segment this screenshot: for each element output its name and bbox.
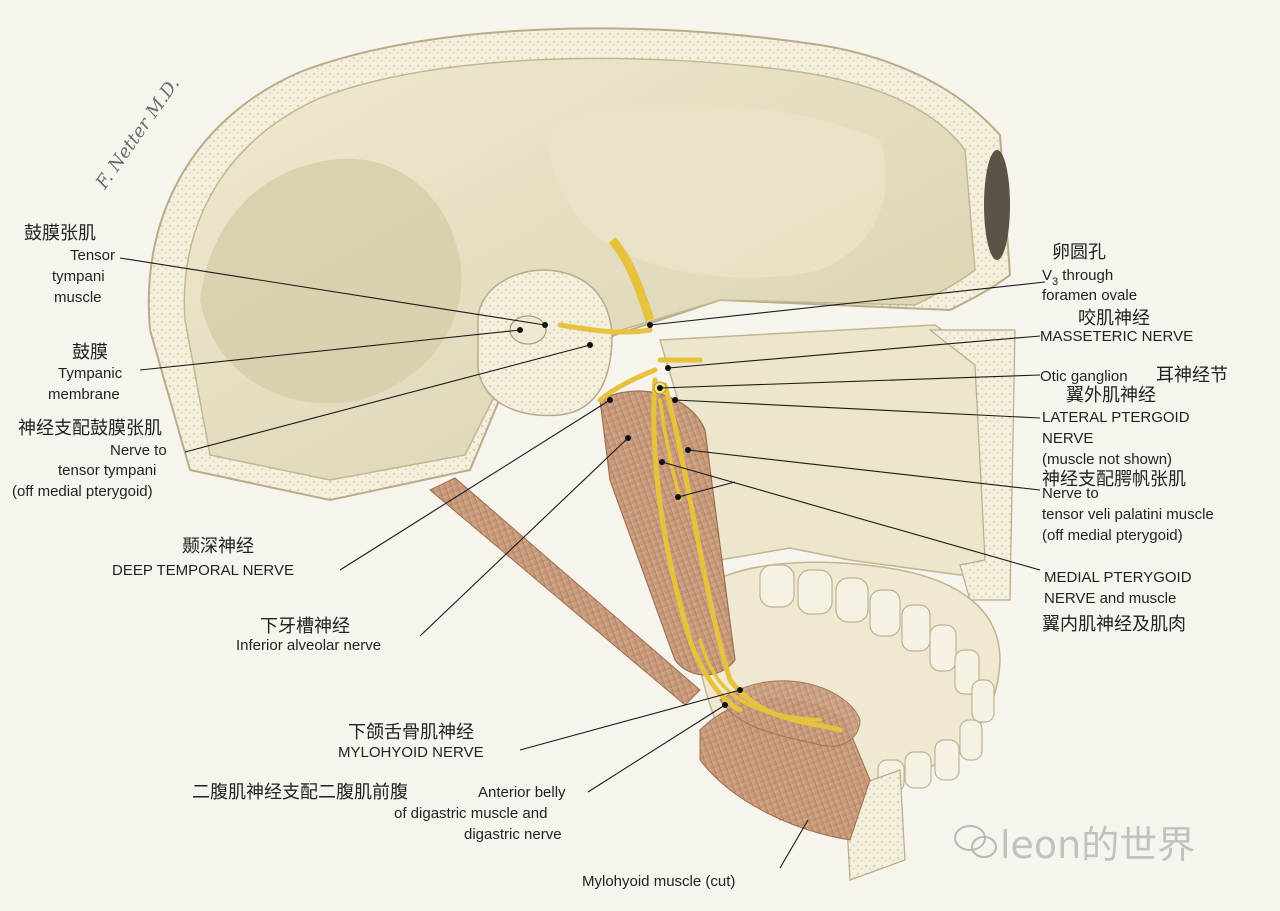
leader-deep-temporal [339, 399, 611, 571]
label-anterior-belly: 二腹肌神经支配二腹肌前腹 Anterior belly of digastric… [192, 782, 566, 843]
svg-text:of digastric muscle and: of digastric muscle and [394, 805, 547, 822]
svg-text:NERVE and muscle: NERVE and muscle [1044, 590, 1176, 607]
label-tensor-tympani: 鼓膜张肌 Tensor tympani muscle [24, 223, 115, 306]
svg-text:下颌舌骨肌神经: 下颌舌骨肌神经 [348, 722, 474, 743]
leader-anterior-belly [587, 704, 726, 793]
watermark: leon的世界 [954, 823, 1195, 867]
digastric-anterior-belly [719, 680, 861, 747]
svg-text:membrane: membrane [48, 386, 120, 403]
svg-text:鼓膜张肌: 鼓膜张肌 [24, 223, 96, 244]
svg-text:神经支配腭帆张肌: 神经支配腭帆张肌 [1042, 469, 1186, 490]
muscles [429, 390, 871, 841]
inferior-alveolar-path [651, 377, 743, 713]
label-otic: Otic ganglion 耳神经节 [1040, 365, 1228, 386]
svg-text:(off medial pterygoid): (off medial pterygoid) [12, 483, 153, 500]
svg-text:二腹肌神经支配二腹肌前腹: 二腹肌神经支配二腹肌前腹 [192, 782, 408, 803]
tympanic-cavity [509, 315, 547, 345]
svg-text:(off medial pterygoid): (off medial pterygoid) [1042, 527, 1183, 544]
leader-lateral-pterygoid [674, 399, 1041, 419]
optic-canal-opening [984, 150, 1010, 260]
leader-inferior-alveolar [419, 437, 629, 637]
label-deep-temporal: 颞深神经 DEEP TEMPORAL NERVE [112, 536, 294, 579]
label-tympanic-membrane: 鼓膜 Tympanic membrane [48, 342, 123, 403]
mandibular-nerve-branches [557, 236, 843, 733]
svg-text:foramen ovale: foramen ovale [1042, 287, 1137, 304]
label-mylohyoid-nerve: 下颌舌骨肌神经 MYLOHYOID NERVE [338, 722, 484, 761]
svg-text:下牙槽神经: 下牙槽神经 [260, 616, 350, 637]
svg-text:Mylohyoid muscle (cut): Mylohyoid muscle (cut) [582, 873, 735, 890]
label-tensor-veli: 神经支配腭帆张肌 Nerve to tensor veli palatini m… [1042, 469, 1214, 544]
svg-text:Tympanic: Tympanic [58, 365, 123, 382]
label-medial-pterygoid: MEDIAL PTERYGOID NERVE and muscle 翼内肌神经及… [1042, 569, 1192, 635]
leader-otic [659, 374, 1041, 389]
skull-section [147, 27, 1016, 881]
svg-text:DEEP TEMPORAL NERVE: DEEP TEMPORAL NERVE [112, 562, 294, 579]
svg-text:muscle: muscle [54, 289, 102, 306]
svg-text:翼外肌神经: 翼外肌神经 [1066, 385, 1156, 406]
leader-tensor-veli [687, 449, 1041, 491]
label-masseteric: 咬肌神经 MASSETERIC NERVE [1040, 308, 1193, 345]
svg-text:MASSETERIC NERVE: MASSETERIC NERVE [1040, 328, 1193, 345]
leader-nerve-tensor-tympani [184, 344, 591, 453]
svg-text:Otic ganglion: Otic ganglion [1040, 368, 1128, 385]
petrous-bone [477, 269, 613, 417]
svg-text:tensor tympani: tensor tympani [58, 462, 156, 479]
watermark-text: leon的世界 [1000, 823, 1195, 867]
svg-text:鼓膜: 鼓膜 [72, 342, 108, 363]
svg-text:MEDIAL PTERYGOID: MEDIAL PTERYGOID [1044, 569, 1192, 586]
svg-text:Nerve to: Nerve to [1042, 485, 1099, 502]
lingual-path [662, 382, 843, 733]
label-lateral-pterygoid: 翼外肌神经 LATERAL PTERGOID NERVE (muscle not… [1042, 385, 1190, 468]
label-v3: 卵圆孔 V3 through foramen ovale [1042, 242, 1137, 304]
leader-medial-pterygoid-2 [677, 481, 736, 498]
leader-mylohyoid-muscle [779, 819, 809, 869]
svg-text:tensor veli palatini muscle: tensor veli palatini muscle [1042, 506, 1214, 523]
leader-tensor-tympani [119, 257, 546, 326]
leader-masseteric [667, 335, 1041, 369]
svg-text:tympani: tympani [52, 268, 105, 285]
svg-text:Nerve to: Nerve to [110, 442, 167, 459]
svg-text:翼内肌神经及肌肉: 翼内肌神经及肌肉 [1042, 614, 1186, 635]
svg-text:耳神经节: 耳神经节 [1156, 365, 1228, 386]
svg-text:LATERAL PTERGOID: LATERAL PTERGOID [1042, 409, 1190, 426]
svg-text:颞深神经: 颞深神经 [182, 536, 254, 557]
anterior-fossa-shadow [549, 104, 887, 278]
svg-text:卵圆孔: 卵圆孔 [1052, 242, 1106, 263]
wechat-icon [954, 825, 997, 858]
middle-cranial-fossa [200, 158, 462, 404]
artist-signature: F. Netter M.D. [91, 74, 184, 194]
deep-temporal-path [597, 367, 658, 403]
svg-text:咬肌神经: 咬肌神经 [1078, 308, 1150, 329]
label-inferior-alveolar: 下牙槽神经 Inferior alveolar nerve [236, 616, 381, 654]
medial-pterygoid-muscle [599, 390, 736, 676]
v3-trunk [608, 236, 655, 322]
svg-text:digastric nerve: digastric nerve [464, 826, 562, 843]
svg-text:Anterior belly: Anterior belly [478, 784, 566, 801]
svg-text:MYLOHYOID NERVE: MYLOHYOID NERVE [338, 744, 484, 761]
label-mylohyoid-muscle: Mylohyoid muscle (cut) [582, 873, 735, 890]
svg-text:V3 through: V3 through [1042, 267, 1113, 288]
svg-text:Tensor: Tensor [70, 247, 115, 264]
svg-text:神经支配鼓膜张肌: 神经支配鼓膜张肌 [18, 418, 162, 439]
maxilla-cut [928, 329, 1016, 601]
label-nerve-tensor-tympani: 神经支配鼓膜张肌 Nerve to tensor tympani (off me… [12, 418, 167, 500]
leader-tympanic-membrane [139, 329, 521, 371]
medial-pterygoid-nerve-path [658, 398, 682, 502]
leader-mylohyoid-nerve [519, 689, 741, 751]
lower-teeth [759, 564, 995, 793]
mylohyoid-nerve-path [698, 638, 822, 722]
nerve-to-tensor-tympani-path [557, 322, 653, 335]
svg-text:(muscle not shown): (muscle not shown) [1042, 451, 1172, 468]
leader-v3 [649, 281, 1046, 326]
stylohyoid-digastric-posterior [429, 477, 701, 706]
leader-medial-pterygoid [661, 461, 1041, 571]
svg-text:Inferior alveolar nerve: Inferior alveolar nerve [236, 637, 381, 654]
svg-text:NERVE: NERVE [1042, 430, 1093, 447]
leader-lines [119, 257, 1046, 869]
